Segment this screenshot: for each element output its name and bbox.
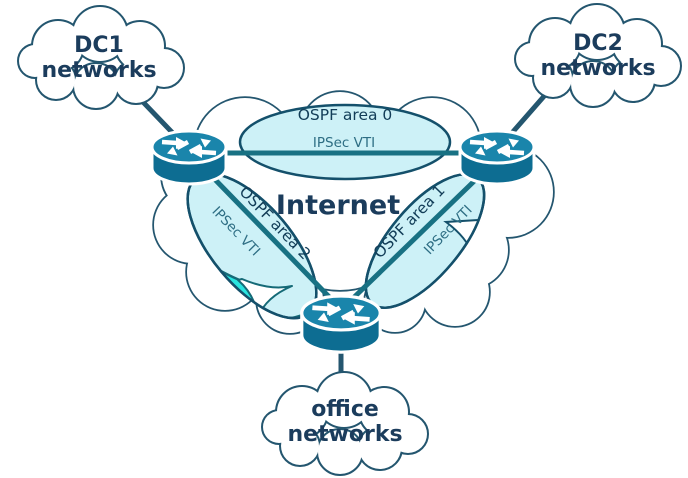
vti-line-area1 — [343, 159, 497, 308]
dc1-cloud: DC1 networks — [17, 5, 185, 110]
router-icon-right — [460, 131, 534, 184]
dc2-cloud: DC2 networks — [514, 3, 682, 108]
office-label-line2: networks — [287, 422, 402, 447]
ospf-area0-label: OSPF area 0 — [298, 106, 393, 124]
router-icon-left — [152, 131, 226, 184]
ospf-area0-tunnel — [238, 103, 452, 181]
office-cloud: office networks — [261, 371, 429, 476]
dc1-label-line2: networks — [41, 58, 156, 83]
internet-label: Internet — [276, 190, 400, 221]
office-label-line1: office — [311, 397, 379, 422]
dc1-label-line1: DC1 — [74, 33, 124, 58]
dc2-label-line2: networks — [540, 56, 655, 81]
vti-area0-label: IPSec VTI — [313, 135, 375, 151]
dc2-label-line1: DC2 — [573, 31, 623, 56]
vti-line-area2 — [195, 159, 340, 308]
router-icon-bottom — [302, 296, 380, 352]
page-curl-left — [237, 278, 293, 318]
